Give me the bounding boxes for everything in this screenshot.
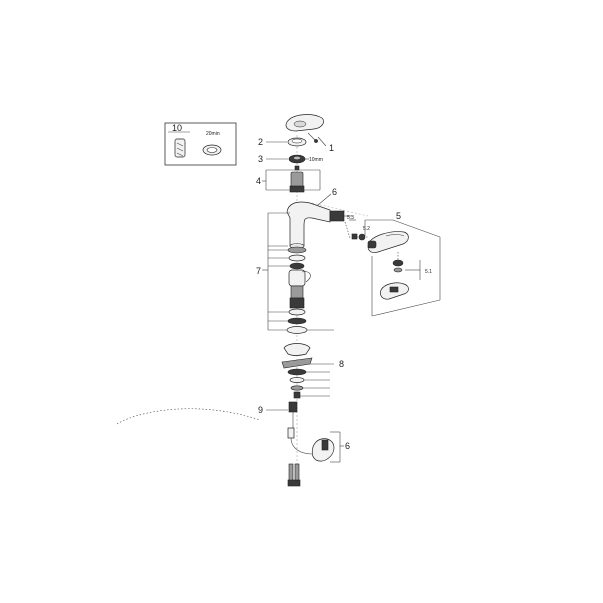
- callout-4: 4: [256, 176, 261, 186]
- part-3-nut: 3 10mm: [258, 154, 323, 164]
- inset-box-part-10: 10 20min: [164, 122, 237, 166]
- callout-5-3: 5.3: [347, 215, 354, 221]
- callout-6-upper: 6: [332, 187, 337, 197]
- callout-2: 2: [258, 137, 263, 147]
- part-9-supply-fitting: 9: [258, 401, 298, 430]
- part-2-cap: 2: [258, 137, 307, 147]
- callout-7: 7: [256, 266, 261, 276]
- callout-3: 3: [258, 154, 263, 164]
- part-1-lever-handle: 1: [285, 114, 334, 153]
- inset-number: 10: [172, 123, 182, 133]
- part-5-3-and-5-2: 5.3 5.2: [344, 215, 370, 241]
- callout-5-1: 5.1: [425, 269, 432, 275]
- spray-hose-path: [311, 202, 369, 217]
- callout-8: 8: [339, 359, 344, 369]
- callout-5-2: 5.2: [363, 226, 370, 232]
- callout-5: 5: [396, 211, 401, 221]
- callout-1: 1: [329, 143, 334, 153]
- part-7-valve-stack: 7: [256, 212, 334, 334]
- part-6-hose-upper: 6: [317, 187, 352, 222]
- part-6-hose-lower: 6: [116, 408, 350, 487]
- spout-body: [286, 201, 331, 249]
- callout-9: 9: [258, 405, 263, 415]
- set-screw-icon: [314, 139, 318, 143]
- callout-3-note: 10mm: [309, 157, 323, 163]
- part-8-mounting-set: 8: [281, 343, 344, 399]
- inset-note: 20min: [206, 131, 220, 137]
- callout-6-lower: 6: [345, 441, 350, 451]
- part-5-spray-head: 5 5.1: [364, 211, 441, 317]
- part-4-cartridge: 4: [256, 165, 321, 193]
